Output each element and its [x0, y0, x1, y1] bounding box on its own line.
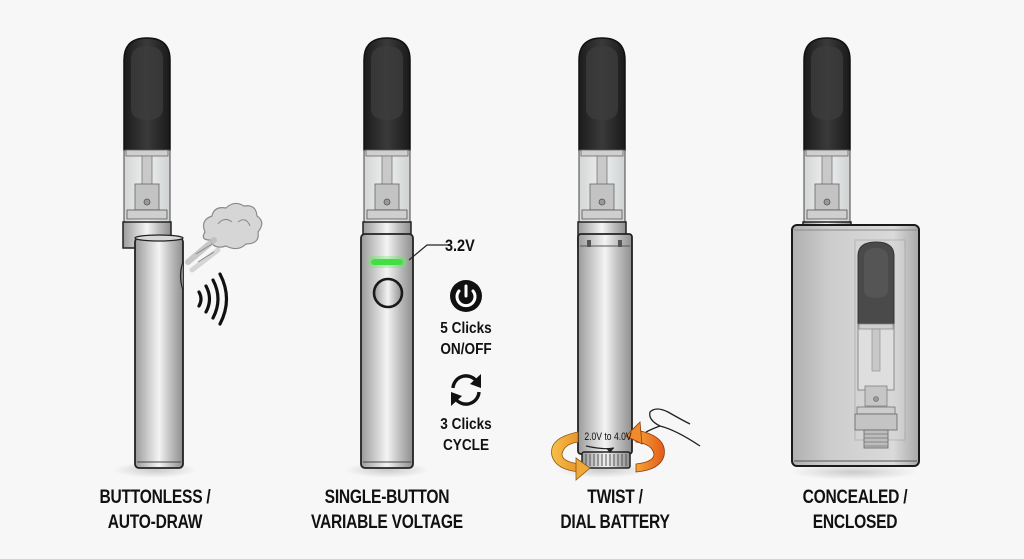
- led-indicator: [371, 259, 403, 265]
- power-icon: [450, 280, 482, 312]
- label-concealed-line2: ENCLOSED: [812, 512, 898, 533]
- enclosed-cartridge: [854, 241, 898, 449]
- dial-range-label: 2.0V to 4.0V: [584, 431, 632, 443]
- power-instruction: 5 Clicks ON/OFF: [427, 318, 505, 360]
- led-callout-line: [408, 244, 448, 261]
- vapor-cloud-icon: [185, 202, 263, 273]
- label-twist-dial-line1: TWIST /: [587, 487, 643, 508]
- power-instruction-line1: 5 Clicks: [440, 320, 492, 337]
- rotate-arrows-icon: [551, 421, 665, 481]
- cycle-arrows-icon: [451, 374, 481, 406]
- label-buttonless-line1: BUTTONLESS /: [99, 487, 211, 508]
- label-buttonless: BUTTONLESS / AUTO-DRAW: [89, 485, 220, 535]
- cycle-instruction: 3 Clicks CYCLE: [427, 414, 505, 456]
- label-concealed-line1: CONCEALED /: [802, 487, 908, 508]
- label-twist-dial: TWIST / DIAL BATTERY: [554, 485, 677, 535]
- label-single-button-line1: SINGLE-BUTTON: [324, 487, 450, 508]
- fire-button: [372, 277, 404, 309]
- cycle-instruction-line2: CYCLE: [442, 437, 490, 454]
- label-single-button-line2: VARIABLE VOLTAGE: [311, 512, 463, 533]
- airflow-sensor-waves-icon: [197, 272, 229, 326]
- buttonless-device: [113, 37, 197, 478]
- concealed-device: [790, 37, 920, 480]
- label-single-button: SINGLE-BUTTON VARIABLE VOLTAGE: [309, 485, 465, 535]
- label-concealed: CONCEALED / ENCLOSED: [794, 485, 917, 535]
- twist-dial-device: [556, 37, 648, 478]
- voltage-callout: 3.2V: [445, 236, 475, 255]
- finger-icon: [645, 408, 701, 447]
- power-instruction-line2: ON/OFF: [440, 341, 492, 358]
- label-twist-dial-line2: DIAL BATTERY: [560, 512, 670, 533]
- label-buttonless-line2: AUTO-DRAW: [107, 512, 203, 533]
- cycle-instruction-line1: 3 Clicks: [440, 416, 492, 433]
- single-button-device: [345, 37, 448, 478]
